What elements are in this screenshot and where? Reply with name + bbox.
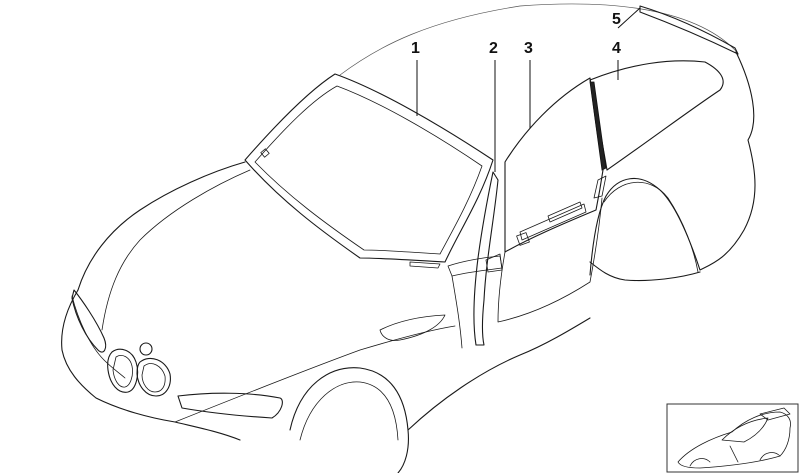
thumbnail-rear-wheel [759,452,781,461]
rear-wheel-arch-inner [603,181,699,273]
front-bumper-line [71,295,126,379]
brand-emblem [139,342,153,356]
thumbnail-door-line [729,445,739,463]
rear-side-window [589,60,724,199]
callouts: 1 2 3 4 5 [411,11,621,57]
car-body [61,3,756,473]
window-regulator-clip [516,232,530,246]
thumbnail-car-body [677,411,791,469]
rear-side-window-glass [589,60,724,171]
rear-lower-body [589,261,701,282]
windscreen-outer [244,73,494,263]
window-regulator-rail [519,203,587,241]
windscreen-inner [254,85,483,255]
kidney-grille-left [107,348,139,393]
a-pillar-seal [451,275,463,349]
side-sill [407,317,591,431]
leader-lines [416,7,641,172]
window-regulator-rail-inner [547,201,583,223]
windscreen-sensor [260,148,270,158]
overview-thumbnail [666,403,799,473]
kidney-grille-right-inner [141,363,166,393]
headlamp-left [71,289,107,353]
rear-window-strip [639,5,739,55]
windscreen-bottom-strip [409,261,441,269]
callout-4: 4 [612,40,621,57]
a-pillar-trim-lower [447,255,503,277]
fender-line [174,325,456,423]
windscreen [244,73,494,269]
thumbnail-frame [666,403,799,473]
front-nose [61,289,241,441]
kidney-grille-right [136,357,171,397]
rear-side-window-lower-trim [593,175,607,199]
rear-quarter [589,51,756,276]
roof-outline [339,3,739,76]
rear-window [639,5,739,55]
side-gill [379,314,446,341]
callout-2: 2 [489,40,498,57]
a-pillar-trim [447,171,503,349]
a-pillar-trim-outer [473,171,499,346]
door-outline [497,197,603,323]
thumbnail-car-roof [759,407,791,421]
thumbnail-car-window [721,417,769,443]
front-wheel-arch-inner [299,381,399,441]
door-window [497,77,604,323]
front-wheel-arch [289,367,409,473]
thumbnail-front-wheel [689,458,711,467]
leader-5 [617,7,641,29]
callout-5: 5 [612,11,621,28]
rear-side-window-seal [589,81,607,171]
headlamp-right [177,392,283,419]
hood-outline [77,161,246,291]
hood-crease [101,169,251,331]
callout-1: 1 [411,40,420,57]
callout-3: 3 [524,40,533,57]
kidney-grille-left-inner [112,355,133,388]
